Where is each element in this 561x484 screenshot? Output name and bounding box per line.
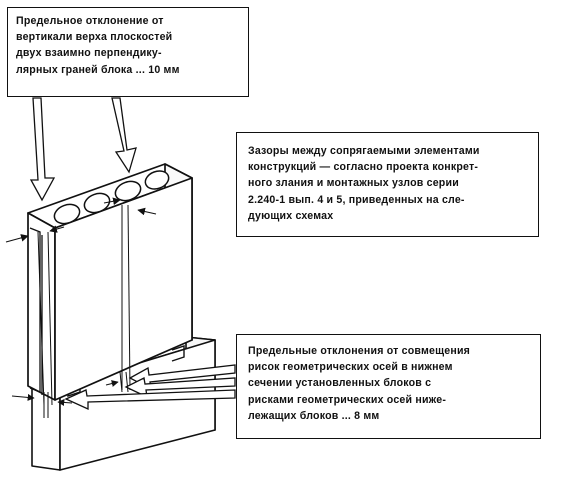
callout-line: 2.240-1 вып. 4 и 5, приведенных на сле- xyxy=(248,193,465,206)
arrow-to-block-corner xyxy=(29,97,56,202)
callout-line: вертикали верха плоскостей xyxy=(16,31,173,44)
callout-line: конструкций — согласно проекта конкрет- xyxy=(248,161,479,174)
gaps-callout: Зазоры между сопрягаемыми элементами кон… xyxy=(236,132,539,237)
callout-line: рисок геометрических осей в нижнем xyxy=(248,361,453,374)
plumb-lines xyxy=(37,204,131,406)
arrow-to-axis-mid xyxy=(124,377,236,399)
void-4 xyxy=(144,170,170,190)
tolerance-vertical-callout: Предельное отклонение от вертикали верха… xyxy=(7,7,249,97)
axis-marks xyxy=(11,371,129,418)
callout-line: ного злания и монтажных узлов серии xyxy=(248,177,459,190)
upper-block-slot xyxy=(29,227,43,395)
upper-block-voids xyxy=(53,170,170,225)
void-1 xyxy=(53,203,81,225)
gap-dimension-arrows xyxy=(5,197,157,243)
arrow-to-block-voids xyxy=(111,97,137,174)
callout-line: Зазоры между сопрягаемыми элементами xyxy=(248,145,480,157)
callout-line: Предельные отклонения от совмещения xyxy=(248,345,471,357)
callout-line: лярных граней блока ... 10 мм xyxy=(16,63,180,76)
callout-line: двух взаимно перпендику- xyxy=(16,47,162,60)
callout-line: сечении установленных блоков с xyxy=(248,377,432,390)
axis-alignment-callout: Предельные отклонения от совмещения рисо… xyxy=(236,334,541,439)
top-callout-arrows xyxy=(29,97,137,202)
void-3 xyxy=(114,180,142,202)
callout-line: лежащих блоков ... 8 мм xyxy=(248,409,380,422)
arrow-to-axis-left xyxy=(64,389,236,411)
void-2 xyxy=(83,192,111,214)
axis-arrows xyxy=(64,364,236,411)
upper-block-front-face xyxy=(54,177,193,401)
callout-line: дующих схемах xyxy=(248,209,334,222)
callout-line: Предельное отклонение от xyxy=(16,15,164,27)
callout-line: рисками геометрических осей ниже- xyxy=(248,393,447,406)
